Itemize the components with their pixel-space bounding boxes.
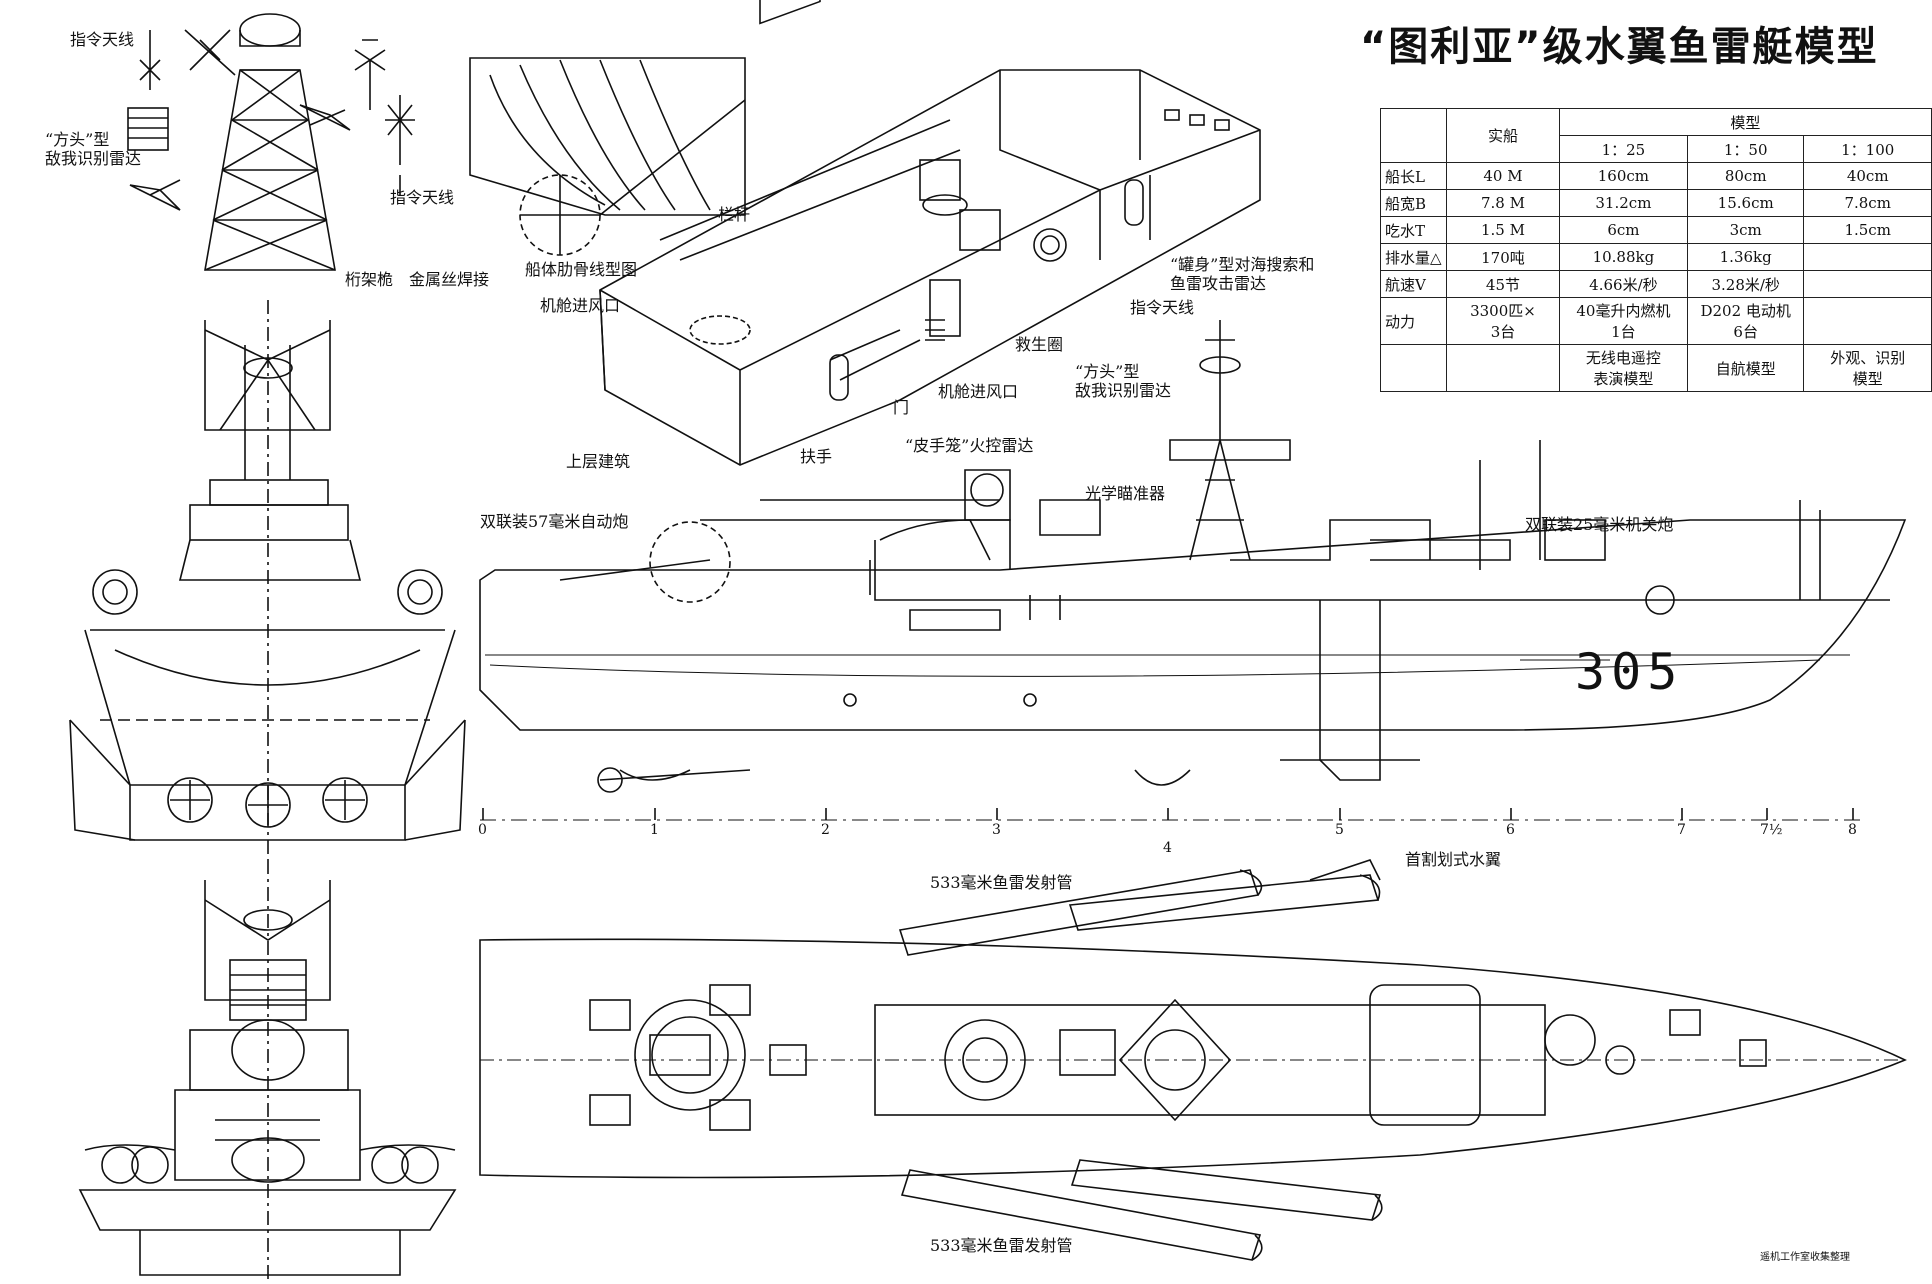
plan-view xyxy=(479,859,1907,1261)
label-square-head-radar: “方头”型 敌我识别雷达 xyxy=(45,130,142,169)
label-square-head-radar-2: “方头”型 敌我识别雷达 xyxy=(1075,362,1172,401)
spec-row: 无线电遥控 表演模型 自航模型 外观、识别 模型 xyxy=(1379,344,1932,392)
station-3: 3 xyxy=(992,822,1001,838)
label-optical-sight: 光学瞄准器 xyxy=(1085,484,1166,503)
spec-row: 吃水T 1.5 M 6cm 3cm 1.5cm xyxy=(1379,216,1932,244)
label-door: 门 xyxy=(893,398,910,417)
page-title: “图利亚”级水翼鱼雷艇模型 xyxy=(1360,24,1879,70)
spec-row: 动力 3300匹× 3台 40毫升内燃机 1台 D202 电动机 6台 xyxy=(1379,297,1932,345)
label-antenna-cmd-1: 指令天线 xyxy=(70,30,135,49)
station-0: 0 xyxy=(478,822,487,838)
hull-number: 305 xyxy=(1575,643,1684,701)
spec-row: 船宽B 7.8 M 31.2cm 15.6cm 7.8cm xyxy=(1379,189,1932,217)
label-vent-2: 机舱进风口 xyxy=(938,382,1019,401)
label-lifebuoy: 救生圈 xyxy=(1015,335,1064,354)
front-view xyxy=(69,300,466,860)
label-pot-drum-radar: “罐身”型对海搜索和 鱼雷攻击雷达 xyxy=(1170,255,1315,294)
spec-col-model: 模型 xyxy=(1558,108,1932,136)
rear-view xyxy=(78,860,457,1280)
station-1: 1 xyxy=(650,822,659,838)
spec-row: 排水量△ 170吨 10.88kg 1.36kg xyxy=(1379,243,1932,271)
spec-row: 船长L 40 M 160cm 80cm 40cm xyxy=(1379,162,1932,190)
station-5: 5 xyxy=(1335,822,1344,838)
station-7: 7 xyxy=(1677,822,1686,838)
superstructure-isometric xyxy=(599,0,1261,466)
label-gun25: 双联装25毫米机关炮 xyxy=(1525,515,1674,534)
label-truss-mast: 桁架桅 金属丝焊接 xyxy=(345,270,490,289)
station-6: 6 xyxy=(1506,822,1515,838)
spec-scale-50: 1：50 xyxy=(1686,135,1805,163)
spec-scale-100: 1：100 xyxy=(1803,135,1932,163)
label-antenna-cmd-2: 指令天线 xyxy=(390,188,455,207)
spec-col-real: 实船 xyxy=(1446,108,1560,163)
mast-detail-group xyxy=(127,13,415,271)
label-drum-tilt-radar: “皮手笼”火控雷达 xyxy=(905,436,1034,455)
spec-row: 航速V 45节 4.66米/秒 3.28米/秒 xyxy=(1379,270,1932,298)
label-handrail: 扶手 xyxy=(800,447,833,466)
label-railing: 栏杆 xyxy=(718,205,751,224)
hull-frame-diagram xyxy=(469,57,746,256)
label-hydrofoil: 首割划式水翼 xyxy=(1405,850,1502,869)
label-gun57: 双联装57毫米自动炮 xyxy=(480,512,629,531)
label-torpedo-1: 533毫米鱼雷发射管 xyxy=(930,873,1073,892)
credit-note: 遥机工作室收集整理 xyxy=(1760,1252,1850,1263)
label-torpedo-2: 533毫米鱼雷发射管 xyxy=(930,1236,1073,1255)
label-hull-frame: 船体肋骨线型图 xyxy=(525,260,638,279)
station-ticks xyxy=(482,808,1854,820)
station-4: 4 xyxy=(1163,840,1172,856)
spec-table: 实船 模型 1：25 1：50 1：100 船长L 40 M 160cm 80c… xyxy=(1379,108,1932,392)
station-8: 8 xyxy=(1848,822,1857,838)
label-superstructure: 上层建筑 xyxy=(566,452,631,471)
station-7-half: 7½ xyxy=(1760,822,1783,838)
side-profile xyxy=(479,320,1907,821)
label-antenna-cmd-3: 指令天线 xyxy=(1130,298,1195,317)
label-vent-1: 机舱进风口 xyxy=(540,296,621,315)
station-2: 2 xyxy=(821,822,830,838)
spec-scale-25: 1：25 xyxy=(1558,135,1688,163)
